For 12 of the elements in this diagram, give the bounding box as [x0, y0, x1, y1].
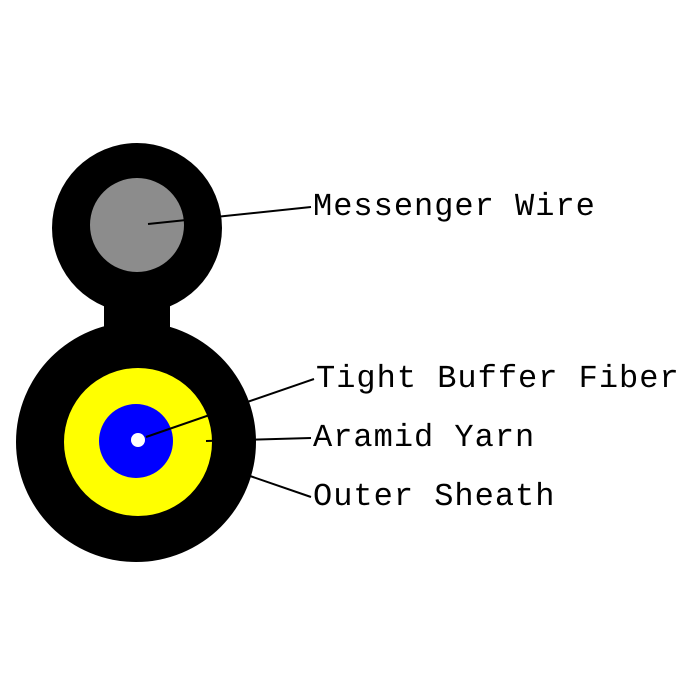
part-label: Outer Sheath: [313, 481, 556, 513]
leader-line: [148, 206, 312, 225]
leader-line: [146, 378, 314, 438]
yarn-ring: [64, 368, 212, 516]
fiber-core: [99, 404, 173, 478]
cable-sheath: [16, 143, 256, 562]
part-label: Messenger Wire: [313, 191, 596, 223]
leader-line: [206, 437, 312, 442]
part-label: Aramid Yarn: [313, 422, 536, 454]
leader-line: [250, 475, 312, 498]
part-label: Tight Buffer Fiber: [316, 363, 680, 395]
wire-core: [90, 178, 184, 272]
